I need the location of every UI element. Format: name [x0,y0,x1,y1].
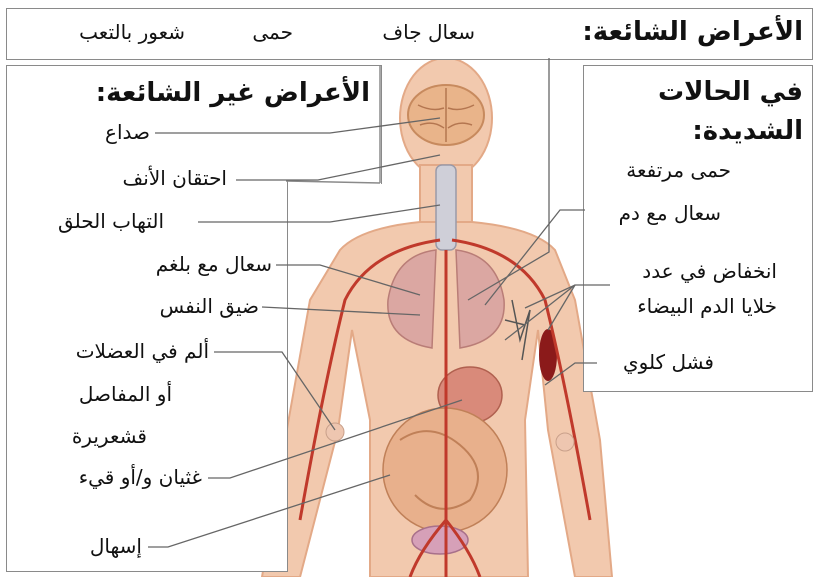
severe-cases-heading-line1: في الحالات [658,79,803,105]
symptom-muscle-pain: ألم في العضلات [76,341,209,361]
symptom-fatigue: شعور بالتعب [79,22,185,42]
symptom-sputum-cough: سعال مع بلغم [156,254,272,274]
severe-cases-heading-line2: الشديدة: [692,118,803,144]
symptom-joint-pain: أو المفاصل [79,384,172,404]
symptom-headache: صداع [105,122,150,142]
symptom-chills: قشعريرة [72,426,147,446]
symptom-low-wbc-line1: انخفاض في عدد [642,261,777,281]
symptom-dry-cough: سعال جاف [382,22,475,42]
common-symptoms-heading: الأعراض الشائعة: [582,19,803,45]
symptom-nausea-vomiting: غثيان و/أو قيء [79,467,202,487]
symptom-nasal-congestion: احتقان الأنف [123,168,227,188]
symptom-high-fever: حمى مرتفعة [626,160,731,180]
uncommon-symptoms-heading: الأعراض غير الشائعة: [96,80,370,106]
symptom-fever: حمى [252,22,293,42]
symptom-sore-throat: التهاب الحلق [58,211,164,231]
symptom-shortness-of-breath: ضيق النفس [160,296,259,316]
symptom-low-wbc-line2: خلايا الدم البيضاء [637,296,777,316]
symptom-diarrhea: إسهال [90,536,142,556]
symptom-bloody-cough: سعال مع دم [619,203,721,223]
symptom-kidney-failure: فشل كلوي [623,352,714,372]
